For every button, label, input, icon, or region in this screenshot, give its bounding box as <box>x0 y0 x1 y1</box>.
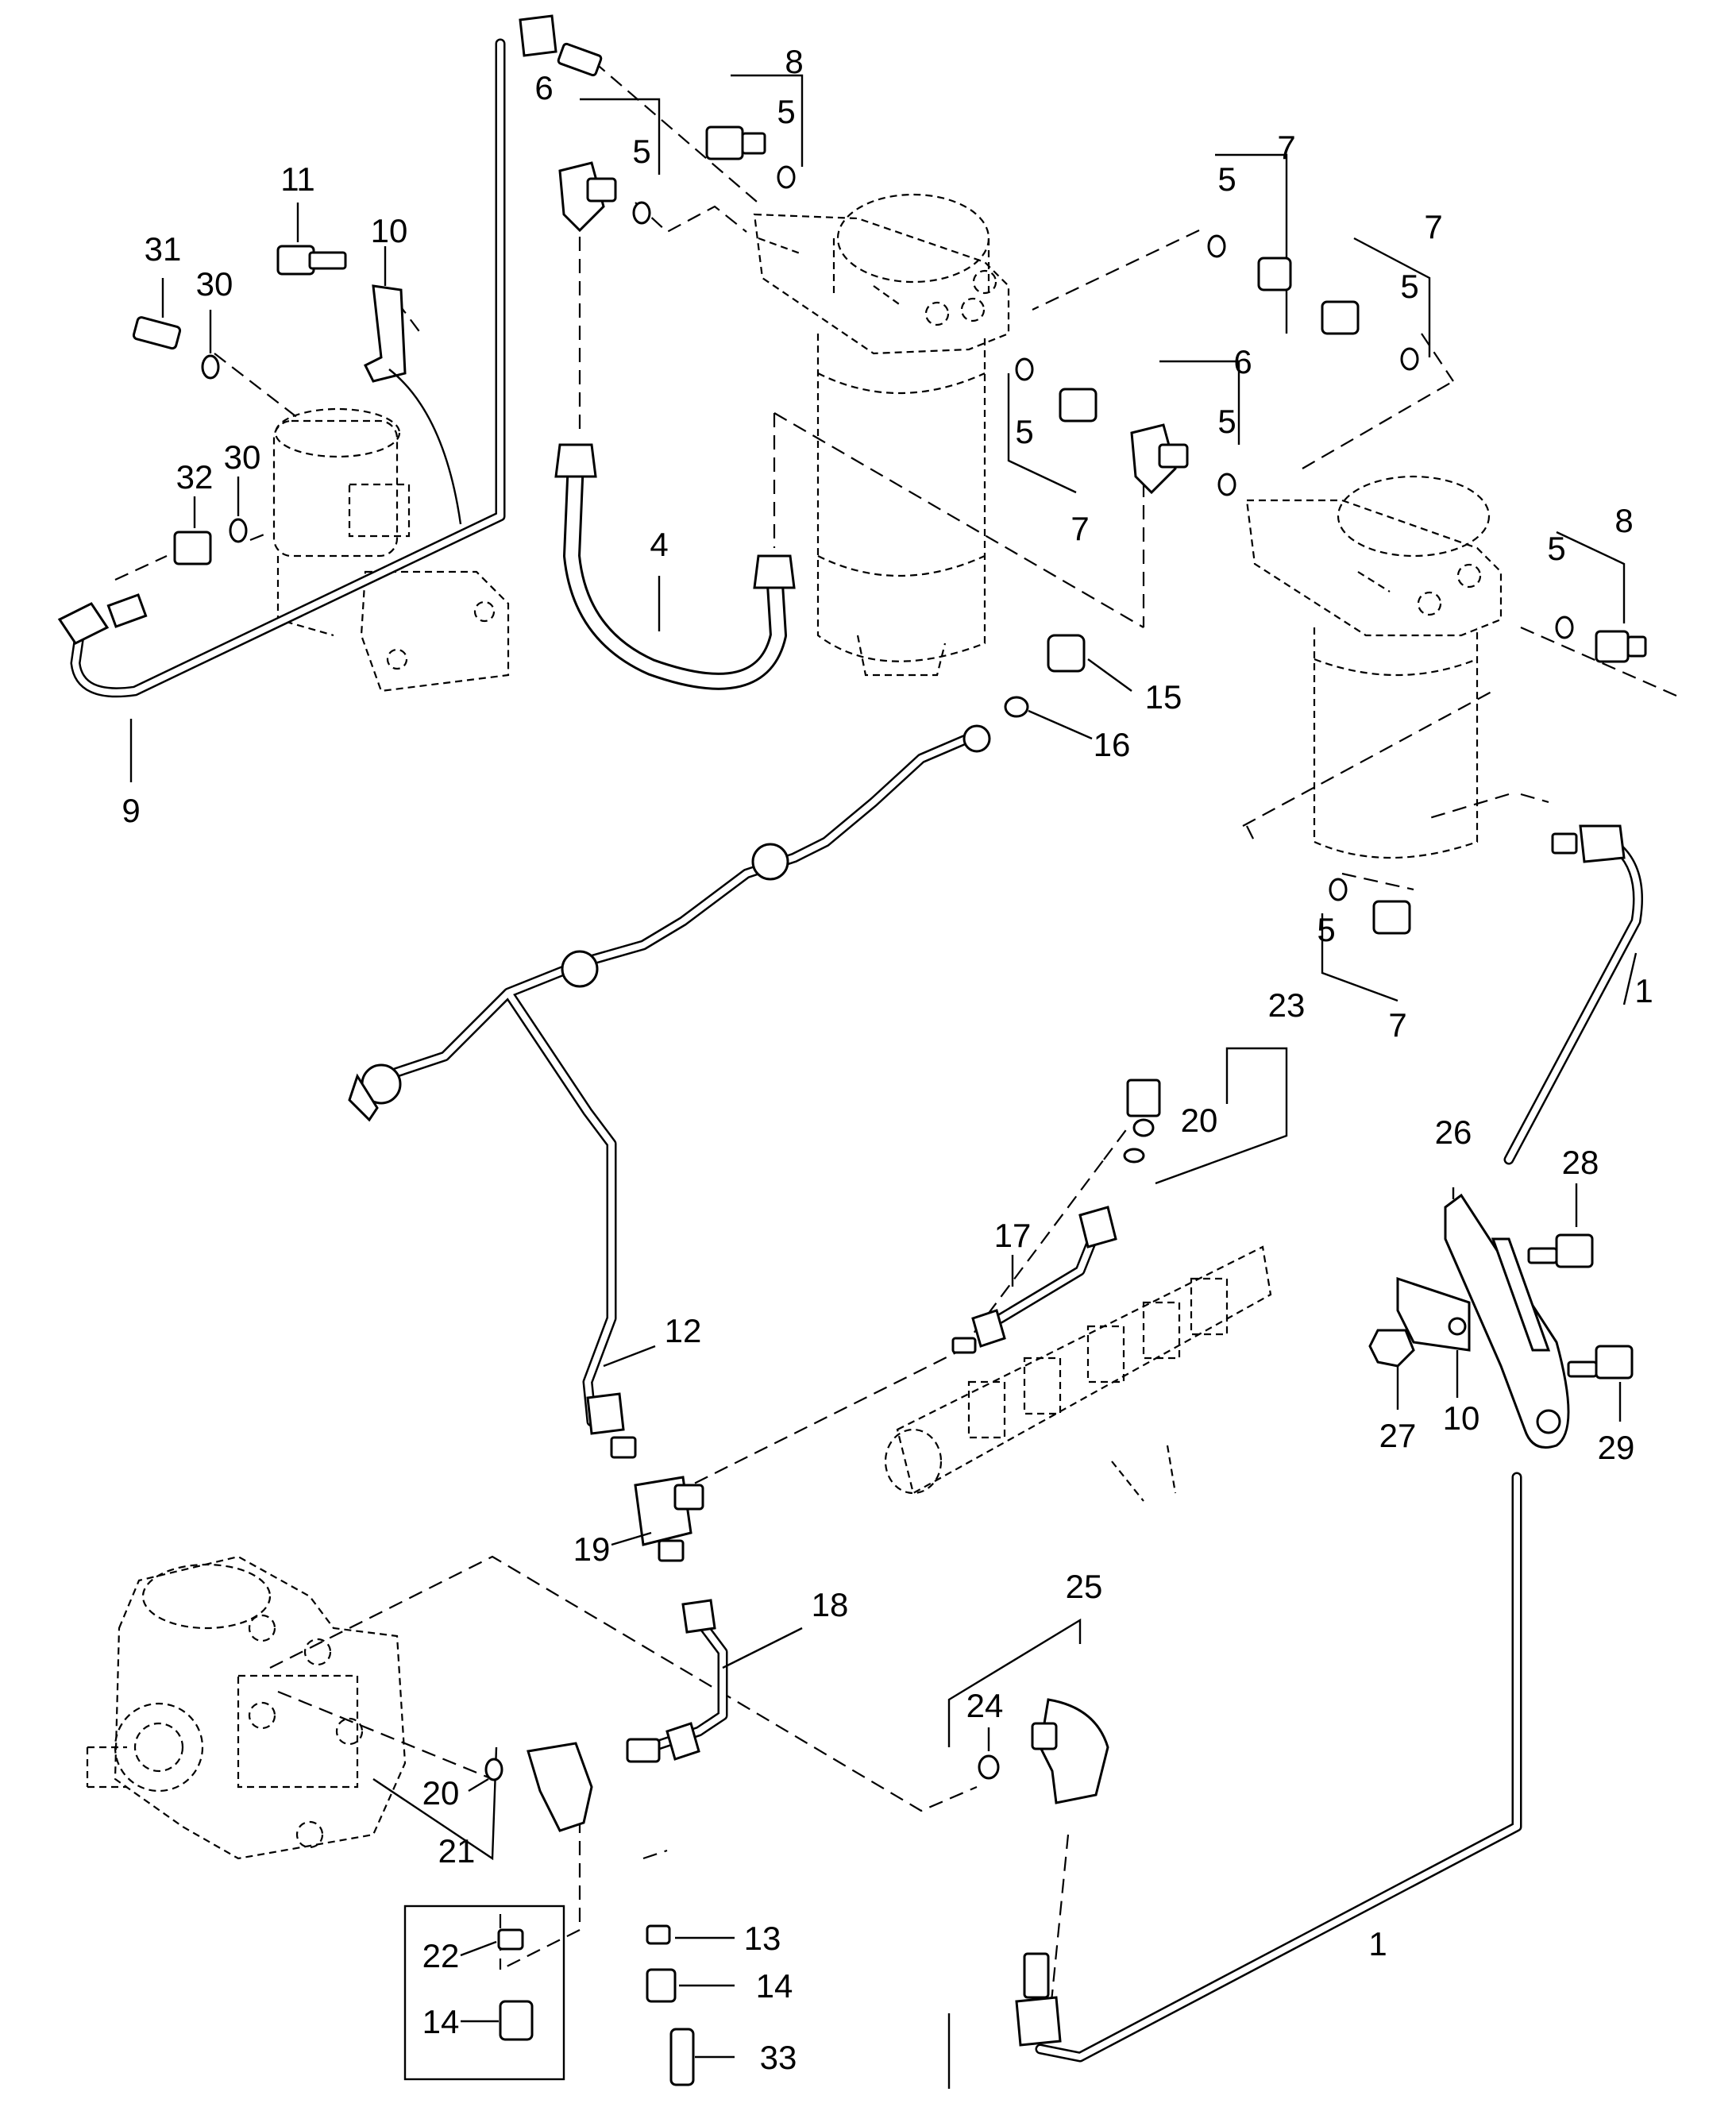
label-27: 27 <box>1379 1417 1417 1454</box>
label-21: 21 <box>438 1832 476 1870</box>
label-9: 9 <box>122 792 140 829</box>
fittings <box>132 125 1647 2086</box>
ghost-fuel-filter-secondary <box>1245 475 1503 859</box>
label-6-right: 6 <box>1233 343 1252 380</box>
label-11: 11 <box>280 160 315 198</box>
label-5-top-b: 5 <box>632 133 650 170</box>
label-7-mid: 7 <box>1071 510 1089 547</box>
label-13: 13 <box>744 1920 781 1957</box>
pipe-1-right <box>1015 824 1643 2063</box>
label-4: 4 <box>650 526 668 563</box>
label-7-bottom: 7 <box>1388 1006 1406 1044</box>
label-20-bottom: 20 <box>422 1774 460 1812</box>
label-17: 17 <box>994 1217 1032 1254</box>
label-10-bottom: 10 <box>1443 1399 1480 1437</box>
label-14-box: 14 <box>422 2003 460 2040</box>
label-5-top-a: 5 <box>777 93 795 130</box>
label-5-r2: 5 <box>1400 268 1418 305</box>
label-5-r4: 5 <box>1015 413 1033 450</box>
pipe-17 <box>951 1206 1117 1354</box>
label-28: 28 <box>1562 1144 1599 1181</box>
pipe-left-9 <box>57 14 603 698</box>
flexible-hose <box>554 443 796 690</box>
ghost-lift-pump <box>272 407 510 693</box>
callout-labels: 8 5 6 5 7 5 7 5 6 5 5 7 8 5 5 7 11 10 31… <box>122 43 1653 2076</box>
label-26: 26 <box>1435 1113 1472 1151</box>
label-23: 23 <box>1268 986 1306 1024</box>
label-29: 29 <box>1598 1429 1635 1466</box>
label-33: 33 <box>760 2039 797 2076</box>
label-10-top: 10 <box>371 212 408 249</box>
label-31: 31 <box>145 230 182 268</box>
label-14-right: 14 <box>756 1967 793 2005</box>
label-8-right: 8 <box>1614 502 1633 539</box>
label-5-r1: 5 <box>1217 160 1236 198</box>
label-15: 15 <box>1145 678 1182 716</box>
label-25: 25 <box>1066 1568 1103 1605</box>
label-5-r5: 5 <box>1547 530 1565 567</box>
label-20-top: 20 <box>1181 1102 1218 1139</box>
label-18: 18 <box>812 1586 849 1623</box>
assembly-centerlines <box>114 61 1684 2034</box>
label-24: 24 <box>966 1687 1004 1724</box>
label-8-top: 8 <box>785 43 803 80</box>
label-16: 16 <box>1094 726 1131 763</box>
label-1-lower: 1 <box>1368 1925 1387 1962</box>
ghost-common-rail <box>884 1245 1272 1502</box>
label-30-a: 30 <box>196 265 233 303</box>
ghost-fuel-filter-main <box>753 193 1010 677</box>
label-1-upper: 1 <box>1634 972 1653 1009</box>
label-leaders <box>129 203 1638 2059</box>
label-5-r6: 5 <box>1317 911 1335 948</box>
label-7-top-b: 7 <box>1424 208 1442 245</box>
return-pipe-12 <box>348 724 991 1459</box>
label-19: 19 <box>573 1530 611 1568</box>
label-7-top-a: 7 <box>1277 129 1295 166</box>
label-22: 22 <box>422 1937 460 1974</box>
ghost-injection-pump <box>86 1555 407 1860</box>
pipe-18 <box>626 1599 728 1763</box>
label-5-r3: 5 <box>1217 403 1236 440</box>
label-12: 12 <box>665 1312 702 1349</box>
label-32: 32 <box>176 458 214 496</box>
label-30-b: 30 <box>224 438 261 476</box>
label-6-top: 6 <box>534 69 553 106</box>
